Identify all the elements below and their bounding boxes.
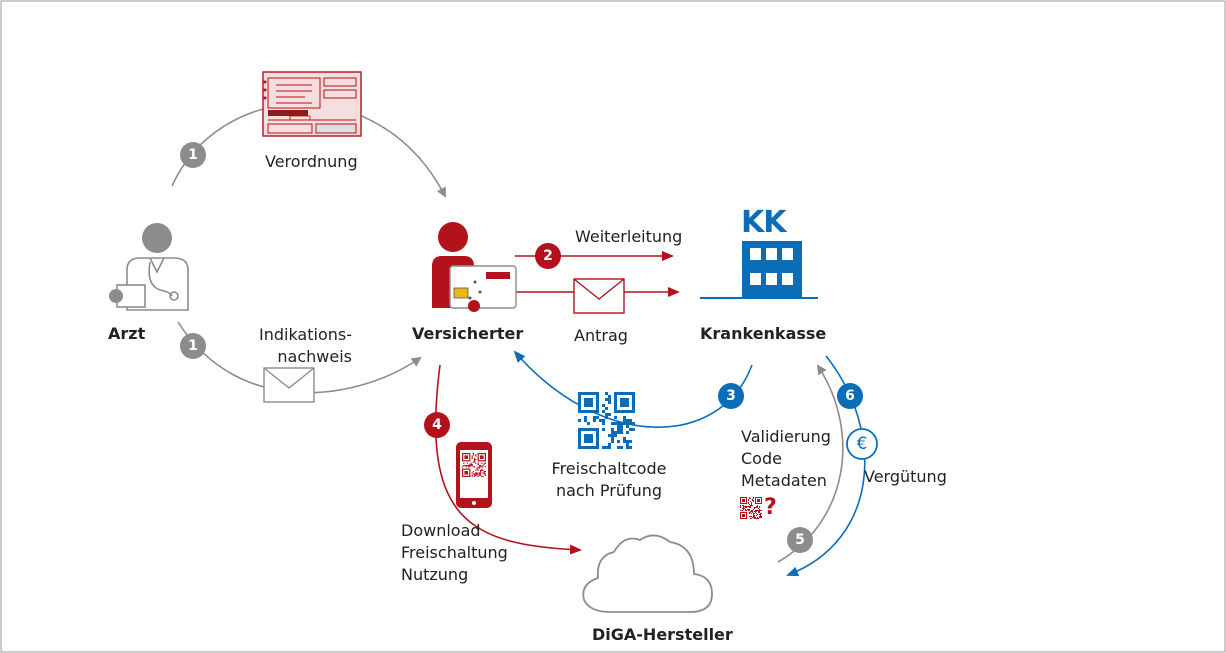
kk-logo-text: KK: [741, 205, 786, 240]
label-freischaltcode: Freischaltcode nach Prüfung: [551, 459, 667, 500]
smartphone-icon: [456, 442, 492, 508]
step-badge-3: 3: [718, 383, 744, 409]
euro-icon: €: [856, 434, 868, 454]
label-antrag: Antrag: [574, 326, 628, 345]
label-versicherter: Versicherter: [412, 324, 524, 343]
step-badge-2: 2: [535, 243, 561, 269]
cloud-icon: [582, 534, 713, 613]
label-verordnung: Verordnung: [265, 152, 358, 171]
label-weiterleitung: Weiterleitung: [575, 227, 683, 246]
krankenkasse-building-icon: [700, 241, 818, 299]
step-badge-4: 4: [424, 412, 450, 438]
euro-circle: [846, 428, 878, 460]
prescription-form-icon: [262, 71, 362, 137]
envelope-icon-nachweis: [263, 367, 315, 403]
label-verguetung: Vergütung: [864, 467, 947, 486]
label-download: Download Freischaltung Nutzung: [401, 521, 508, 584]
label-arzt: Arzt: [108, 324, 146, 343]
label-krankenkasse: Krankenkasse: [700, 324, 827, 343]
step-badge-1-verordnung: 1: [180, 142, 206, 168]
label-validierung: Validierung Code Metadaten: [741, 427, 831, 490]
question-mark-icon: ?: [764, 495, 777, 520]
step-badge-6: 6: [837, 383, 863, 409]
step-badge-1-nachweis: 1: [180, 333, 206, 359]
label-diga-hersteller: DiGA-Hersteller: [592, 625, 733, 644]
insured-person-icon: [432, 222, 517, 312]
step-badge-5: 5: [787, 527, 813, 553]
envelope-icon-antrag: [573, 278, 625, 314]
doctor-icon: [109, 223, 189, 311]
qr-code-question-icon: [740, 497, 762, 519]
arrow-freischaltcode: [513, 350, 753, 428]
qr-code-icon: [578, 392, 635, 449]
label-indikationsnachweis: Indikations- nachweis: [258, 325, 352, 366]
